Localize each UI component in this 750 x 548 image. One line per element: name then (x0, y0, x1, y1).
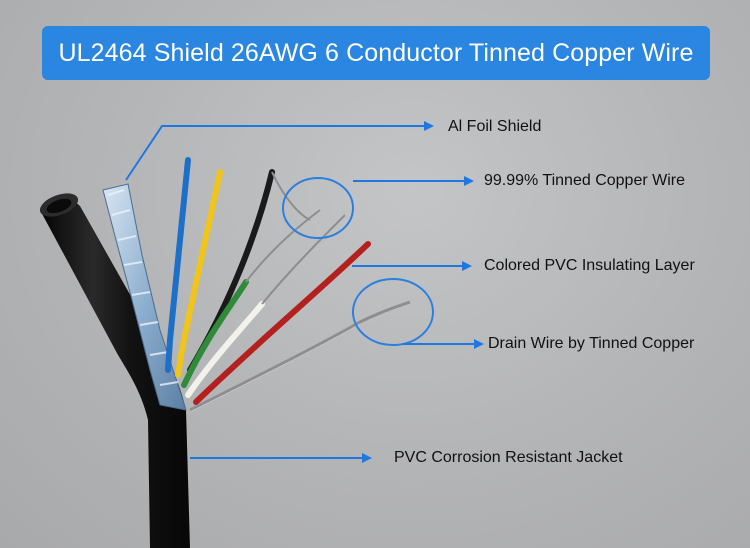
copper-strand-black (271, 171, 311, 221)
title-banner: UL2464 Shield 26AWG 6 Conductor Tinned C… (42, 26, 710, 80)
callout-circle-copper (282, 177, 354, 239)
wire-green (181, 279, 249, 388)
label-foil-shield: Al Foil Shield (448, 118, 542, 135)
arrow-foil-shield (125, 121, 434, 181)
wire-red (193, 241, 371, 405)
label-insulating-layer: Colored PVC Insulating Layer (484, 257, 695, 274)
label-jacket: PVC Corrosion Resistant Jacket (394, 449, 623, 466)
wire-yellow (175, 169, 223, 378)
wire-white (185, 301, 265, 398)
pvc-jacket (40, 199, 190, 548)
drain-wire (189, 300, 411, 412)
wire-blue (165, 157, 191, 373)
copper-strand-white (261, 214, 346, 305)
copper-strand-green (245, 209, 321, 283)
label-tinned-copper: 99.99% Tinned Copper Wire (484, 172, 685, 189)
title-text: UL2464 Shield 26AWG 6 Conductor Tinned C… (58, 38, 694, 67)
al-foil-shield (102, 183, 187, 411)
label-drain-wire: Drain Wire by Tinned Copper (488, 335, 695, 352)
callout-circle-drain (352, 278, 434, 346)
